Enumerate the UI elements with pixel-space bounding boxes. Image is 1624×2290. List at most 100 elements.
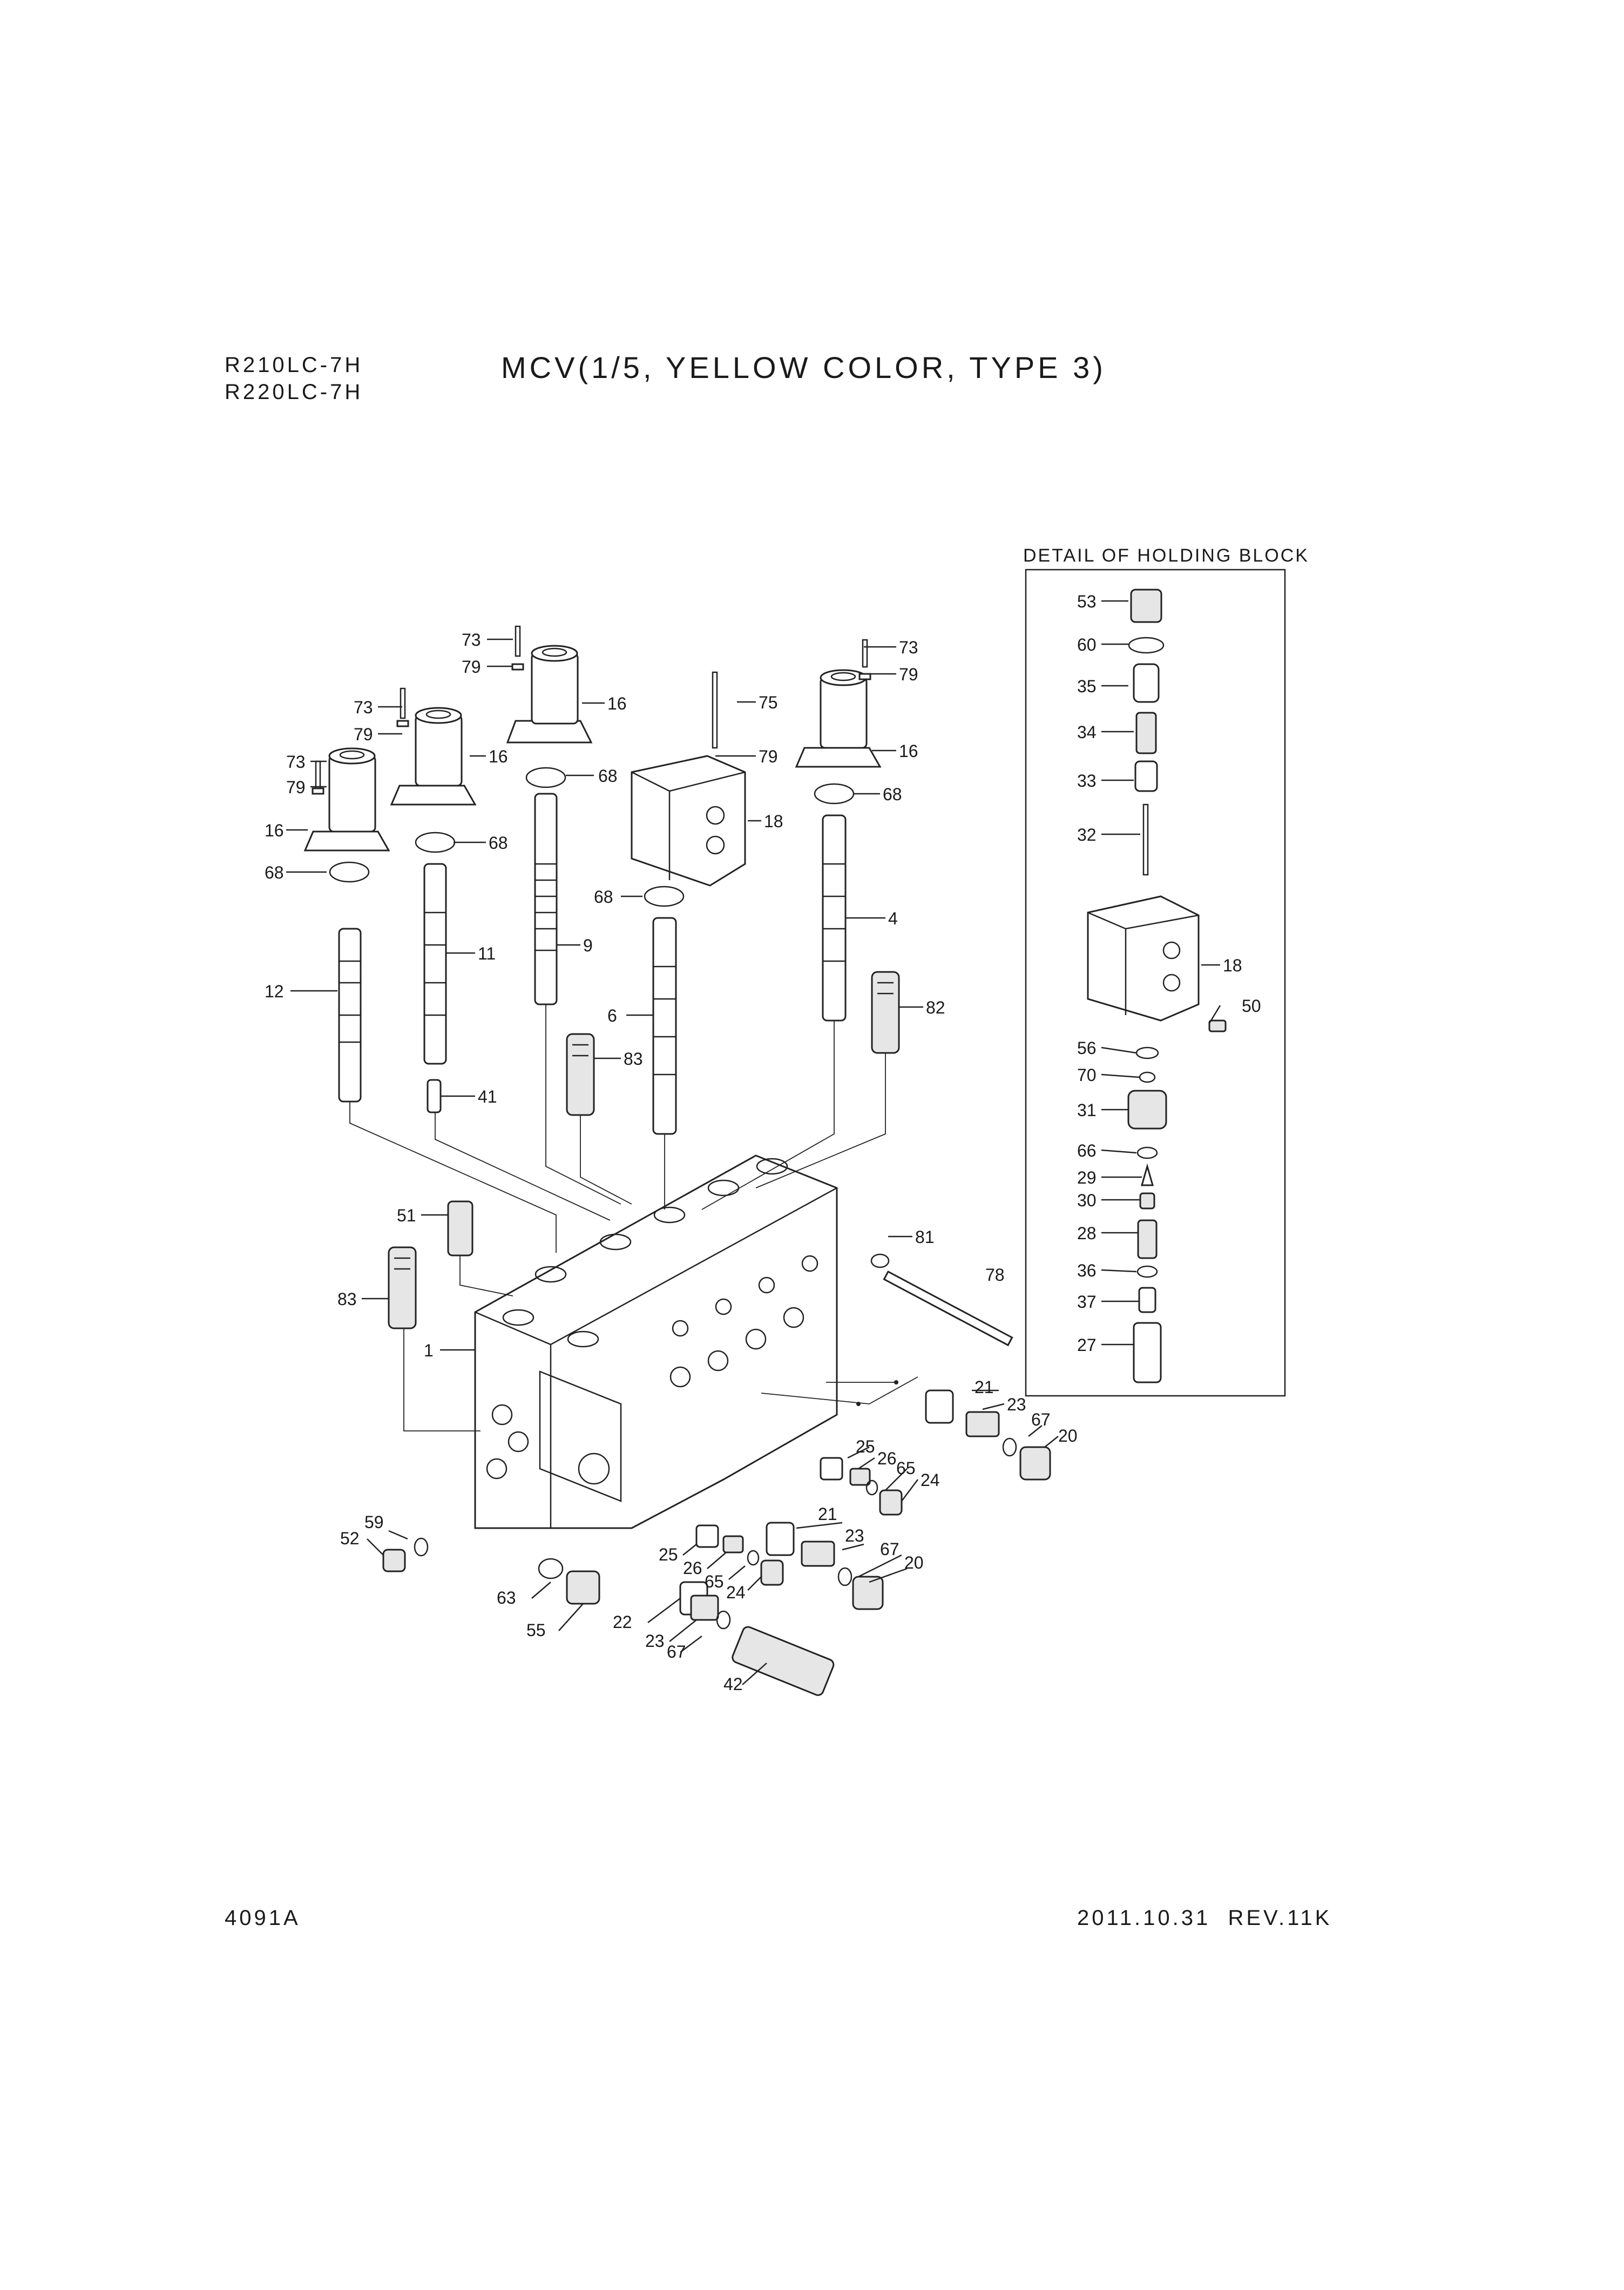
plug-24-lower (760, 1559, 784, 1586)
plug-24-upper (879, 1489, 903, 1516)
callout: 21 (975, 1377, 994, 1397)
drawing-code: 4091A (225, 1906, 301, 1930)
callout: 20 (1058, 1426, 1078, 1445)
callout: 73 (286, 752, 306, 772)
washer-81 (870, 1253, 890, 1268)
callout: 18 (1223, 956, 1242, 975)
detail-frame (1025, 569, 1286, 1397)
housing-42 (732, 1626, 835, 1696)
callout: 63 (497, 1588, 516, 1607)
plug-55 (566, 1570, 600, 1605)
callout: 52 (340, 1529, 360, 1548)
o-ring-68-d (644, 886, 685, 907)
plug-52 (382, 1549, 406, 1572)
o-ring-65-lower (747, 1550, 760, 1566)
spool-4 (822, 814, 847, 1022)
callout: 83 (337, 1289, 357, 1309)
callout: 24 (726, 1583, 746, 1602)
spool-11 (423, 863, 447, 1065)
callout: 16 (265, 821, 284, 840)
callout: 33 (1077, 771, 1097, 791)
callout: 68 (489, 833, 508, 853)
page-title: MCV(1/5, YELLOW COLOR, TYPE 3) (501, 350, 1106, 384)
callout: 28 (1077, 1224, 1097, 1243)
callout: 25 (856, 1437, 875, 1456)
callout: 22 (613, 1612, 632, 1632)
solenoid-valve-mid-left (390, 687, 477, 806)
callout: 32 (1077, 825, 1097, 845)
detail-parts (1087, 589, 1227, 1383)
callout: 65 (896, 1458, 916, 1478)
model-code-1: R210LC-7H (225, 353, 363, 377)
o-ring-67-upper (1002, 1437, 1017, 1457)
main-valve-body (474, 1154, 838, 1529)
spring-26-upper (849, 1468, 871, 1486)
callout: 81 (915, 1227, 935, 1247)
callout: 16 (489, 747, 508, 766)
o-ring-67-lower (837, 1567, 852, 1586)
callout: 25 (659, 1545, 678, 1564)
relief-valve-83-side (388, 1246, 417, 1329)
callout: 27 (1077, 1335, 1097, 1355)
callout: 68 (594, 887, 613, 907)
callout: 56 (1077, 1038, 1097, 1058)
callout: 37 (1077, 1292, 1097, 1312)
piston-21-upper (925, 1389, 954, 1424)
callout: 79 (899, 665, 918, 684)
plug-20-lower (852, 1576, 884, 1610)
o-ring-68-a (329, 861, 370, 883)
o-ring-68-b (415, 832, 456, 853)
date-revision: 2011.10.31 REV.11K (1077, 1906, 1332, 1930)
relief-valve-83-top (566, 1033, 595, 1116)
plug-51 (447, 1200, 473, 1257)
o-ring-67-bottom (716, 1610, 731, 1630)
detail-label: DETAIL OF HOLDING BLOCK (1023, 545, 1309, 566)
callout: 65 (705, 1572, 724, 1591)
callout: 59 (364, 1512, 384, 1532)
callout: 24 (921, 1470, 940, 1490)
callout: 67 (880, 1539, 899, 1559)
poppet-25-lower (695, 1524, 719, 1548)
callout: 41 (478, 1087, 497, 1106)
solenoid-valve-mid (506, 625, 593, 744)
callout: 73 (899, 638, 918, 657)
callout: 73 (354, 698, 373, 717)
callout: 26 (683, 1558, 702, 1578)
callout: 12 (265, 982, 284, 1001)
callout: 30 (1077, 1191, 1097, 1210)
spool-12 (338, 928, 362, 1103)
callout: 79 (462, 657, 481, 677)
callout: 26 (877, 1449, 897, 1468)
callout: 68 (883, 785, 902, 804)
callout: 23 (845, 1526, 864, 1545)
callout: 83 (624, 1049, 643, 1069)
callout: 9 (583, 936, 593, 955)
callout: 23 (645, 1631, 665, 1651)
callout: 1 (424, 1341, 434, 1360)
callout: 18 (764, 812, 783, 831)
callout: 35 (1077, 677, 1097, 696)
callout: 82 (926, 998, 945, 1017)
callout: 34 (1077, 722, 1097, 742)
model-code-2: R220LC-7H (225, 380, 363, 404)
relief-valve-82 (871, 971, 900, 1054)
callout: 68 (265, 863, 284, 882)
callout: 67 (1031, 1410, 1051, 1429)
plug-20-upper (1019, 1446, 1051, 1481)
callout: 70 (1077, 1065, 1097, 1085)
poppet-25-upper (820, 1457, 843, 1481)
o-ring-59 (414, 1537, 429, 1557)
callout: 16 (899, 741, 918, 761)
holding-block-upper (631, 671, 746, 887)
callout: 23 (1007, 1395, 1026, 1414)
solenoid-valve-left (303, 747, 390, 852)
o-ring-68-c (525, 767, 566, 788)
piston-21-lower (766, 1522, 795, 1556)
o-ring-63 (538, 1558, 564, 1579)
callout: 36 (1077, 1261, 1097, 1280)
callout: 16 (607, 694, 627, 713)
spring-26-lower (722, 1535, 744, 1553)
callout: 21 (818, 1504, 837, 1524)
callout: 79 (759, 747, 778, 766)
callout: 4 (888, 909, 898, 928)
